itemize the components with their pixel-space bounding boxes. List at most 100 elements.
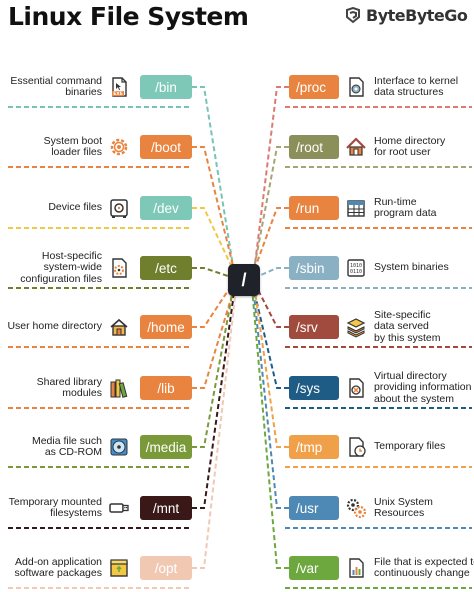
connector-run	[251, 207, 289, 277]
description-line: continuously change	[374, 567, 470, 579]
brand-name: ByteByteGo	[366, 6, 468, 25]
description-line: System binaries	[374, 261, 449, 274]
description-line: Run-time	[374, 195, 417, 208]
settings-file-icon	[108, 257, 130, 279]
dir-pill-home[interactable]: /home	[140, 315, 192, 339]
connector-etc	[192, 267, 235, 279]
description-line: System boot	[43, 134, 102, 147]
data-file-icon	[345, 76, 367, 98]
description-line: modules	[62, 387, 102, 399]
dir-pill-var[interactable]: /var	[289, 556, 339, 580]
description-line: Site-specific	[374, 308, 431, 321]
connector-media	[192, 283, 235, 448]
dir-pill-etc[interactable]: /etc	[140, 256, 192, 280]
virtual-file-icon	[345, 377, 367, 399]
dir-pill-sys[interactable]: /sys	[289, 376, 339, 400]
description-line: Temporary mounted	[8, 495, 102, 508]
chart-file-icon	[345, 557, 367, 579]
brand-logo: ByteByteGo	[344, 6, 468, 25]
connector-tmp	[253, 283, 289, 448]
description-line: Resources	[374, 507, 425, 519]
dir-pill-mnt[interactable]: /mnt	[140, 496, 192, 520]
description-sbin: System binaries	[374, 262, 449, 274]
layers-icon	[345, 316, 367, 338]
connector-lib	[192, 281, 237, 389]
description-line: loader files	[51, 146, 102, 158]
description-line: data served	[374, 320, 429, 333]
svg-text:0110: 0110	[350, 269, 362, 275]
description-line: configuration files	[20, 272, 102, 285]
bytebytego-logo-icon	[346, 6, 360, 23]
description-line: Home directory	[374, 134, 446, 147]
connector-bin	[192, 86, 235, 273]
root-house-icon	[345, 136, 367, 158]
description-line: about the system	[374, 392, 454, 405]
connector-srv	[252, 279, 289, 328]
description-line: as CD-ROM	[44, 446, 102, 458]
dir-pill-sbin[interactable]: /sbin	[289, 256, 339, 280]
exe-file-icon: EXE	[108, 76, 130, 98]
table-icon	[345, 197, 367, 219]
dir-pill-srv[interactable]: /srv	[289, 315, 339, 339]
connector-dev	[192, 207, 237, 277]
connector-opt	[192, 287, 237, 569]
connector-mnt	[192, 285, 236, 509]
description-line: Virtual directory	[374, 369, 447, 382]
description-line: Media file such	[31, 434, 102, 447]
description-line: data structures	[374, 86, 444, 98]
dir-pill-boot[interactable]: /boot	[140, 135, 192, 159]
connector-proc	[253, 86, 289, 273]
dir-pill-opt[interactable]: /opt	[140, 556, 192, 580]
dir-pill-lib[interactable]: /lib	[140, 376, 192, 400]
dir-pill-proc[interactable]: /proc	[289, 75, 339, 99]
description-line: software packages	[14, 567, 102, 579]
safe-icon	[108, 197, 130, 219]
gear-icon	[108, 136, 130, 158]
description-line: Add-on application	[15, 555, 102, 568]
package-icon	[108, 557, 130, 579]
connector-root	[252, 146, 289, 275]
connector-sys	[251, 281, 289, 389]
description-line: providing information	[374, 381, 472, 394]
dir-pill-run[interactable]: /run	[289, 196, 339, 220]
svg-text:1010: 1010	[350, 263, 362, 269]
description-line: binaries	[65, 86, 102, 98]
cd-rom-icon	[108, 436, 130, 458]
usb-drive-icon	[108, 497, 130, 519]
dir-pill-dev[interactable]: /dev	[140, 196, 192, 220]
dir-pill-bin[interactable]: /bin	[140, 75, 192, 99]
root-directory-node[interactable]: /	[228, 264, 260, 296]
description-dev: Device files	[48, 202, 102, 214]
dir-pill-usr[interactable]: /usr	[289, 496, 339, 520]
house-icon	[108, 316, 130, 338]
description-line: by this system	[374, 331, 441, 344]
description-line: User home directory	[7, 320, 102, 333]
dir-pill-tmp[interactable]: /tmp	[289, 435, 339, 459]
description-line: File that is expected to	[374, 555, 474, 568]
page-title: Linux File System	[8, 2, 249, 31]
dir-pill-root[interactable]: /root	[289, 135, 339, 159]
description-line: Device files	[48, 201, 102, 214]
connector-sbin	[253, 267, 289, 279]
description-line: Temporary files	[374, 440, 446, 453]
dir-pill-media[interactable]: /media	[140, 435, 192, 459]
description-tmp: Temporary files	[374, 441, 445, 453]
connector-usr	[252, 285, 289, 509]
description-line: filesystems	[50, 507, 102, 519]
books-icon	[108, 377, 130, 399]
